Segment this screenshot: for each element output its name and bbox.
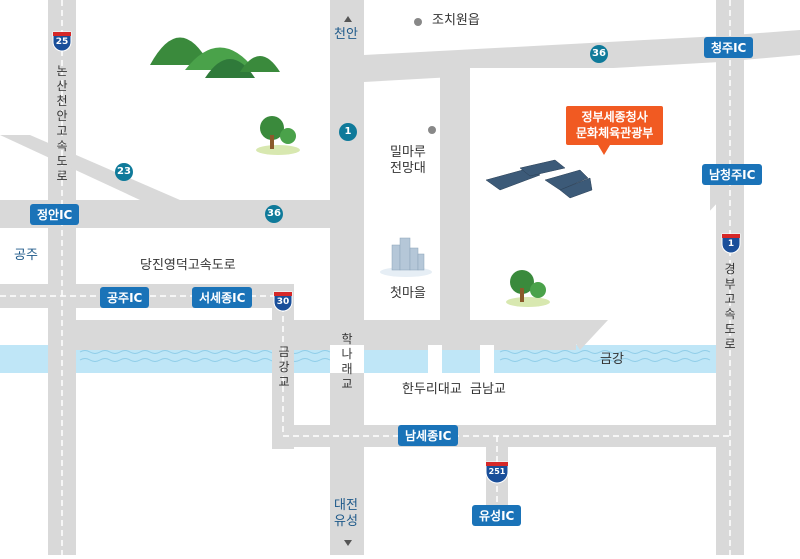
shield-30-icon — [273, 291, 293, 312]
label-milmaru: 밀마루 전망대 — [390, 145, 426, 177]
route-1-icon: 1 — [339, 123, 357, 141]
arrow-down-icon — [344, 540, 352, 546]
label-geumgang-river: 금강 — [600, 352, 624, 367]
ic-yuseong[interactable]: 유성IC — [472, 505, 522, 526]
ic-namcheongju[interactable]: 남청주IC — [702, 164, 763, 185]
label-handuri-bridge: 한두리대교 — [402, 382, 462, 397]
marker-jochiwon — [414, 18, 422, 26]
route-36-west-icon: 36 — [265, 205, 283, 223]
shield-251-label: 251 — [488, 467, 506, 476]
road-inner — [440, 75, 470, 345]
route-36-north-icon: 36 — [590, 45, 608, 63]
government-complex — [485, 159, 593, 199]
label-jochiwon: 조치원읍 — [432, 13, 480, 28]
label-cheotmaeul: 첫마을 — [390, 286, 426, 301]
label-cheonan: 천안 — [334, 27, 358, 42]
label-geumgang-bridge: 금강교 — [278, 345, 290, 389]
city-blocks — [364, 68, 710, 320]
shield-25-icon — [52, 31, 72, 52]
label-dangjin-expwy: 당진영덕고속도로 — [140, 258, 236, 273]
tree-1 — [256, 116, 300, 155]
shield-1-label: 1 — [727, 239, 735, 249]
shield-30-label: 30 — [276, 297, 290, 307]
label-geumnam-bridge: 금남교 — [470, 382, 506, 397]
ic-gongju[interactable]: 공주IC — [100, 287, 150, 308]
label-gongju-city: 공주 — [14, 248, 38, 263]
ic-namsejong[interactable]: 남세종IC — [398, 425, 459, 446]
marker-milmaru — [428, 126, 436, 134]
building-cluster — [380, 237, 432, 277]
label-haknarae-bridge: 학나래교 — [341, 332, 353, 391]
road-route36-north — [364, 36, 720, 82]
road-route1 — [330, 0, 364, 555]
ic-cheongju[interactable]: 청주IC — [704, 37, 754, 58]
shield-251-icon — [485, 461, 509, 484]
mountains — [150, 37, 280, 78]
shield-25-label: 25 — [55, 37, 69, 47]
ic-seosejong[interactable]: 서세종IC — [192, 287, 253, 308]
label-nonsan-expwy: 논산천안고속도로 — [56, 64, 68, 183]
shield-1-icon — [721, 233, 741, 254]
label-gyeongbu-expwy: 경부고속도로 — [724, 262, 736, 351]
road-riverside — [76, 320, 576, 350]
road-route23 — [0, 135, 180, 200]
arrow-up-icon — [344, 16, 352, 22]
tree-2 — [506, 270, 550, 307]
ic-jeongan[interactable]: 정안IC — [30, 204, 80, 225]
bridges — [330, 345, 494, 373]
destination-callout[interactable]: 정부세종청사 문화체육관광부 — [566, 106, 664, 156]
route-23-icon: 23 — [115, 163, 133, 181]
label-daejeon-yuseong: 대전 유성 — [334, 498, 358, 530]
